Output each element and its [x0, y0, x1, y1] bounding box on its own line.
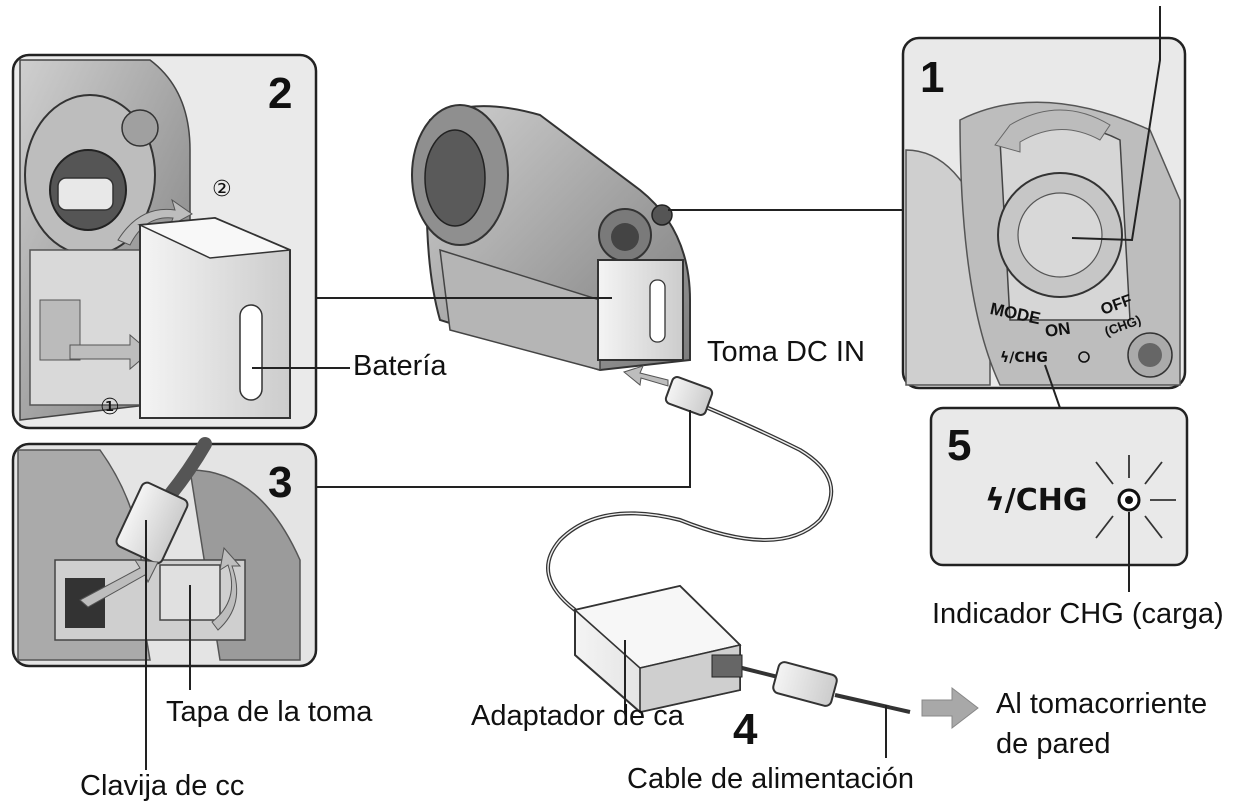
rotate-arrow — [994, 109, 1111, 153]
on-label: ON — [1044, 319, 1072, 341]
indicador-chg-label: Indicador CHG (carga) — [932, 598, 1224, 630]
panel-5-chg-indicator: 5 ϟ/CHG — [929, 406, 1189, 567]
circled-2-label: ② — [212, 177, 232, 202]
cable-alimentacion-label: Cable de alimentación — [627, 763, 914, 795]
panel-3-dc-plug: 3 — [11, 437, 318, 668]
tomacorriente-label-line1: Al tomacorriente — [996, 688, 1208, 720]
battery — [137, 216, 291, 419]
panel3-leader — [316, 410, 691, 488]
flash-chg-label: ϟ/CHG — [985, 483, 1088, 518]
step-3-number: 3 — [268, 458, 292, 507]
tomacorriente-label-line2: de pared — [996, 728, 1111, 760]
step-5-number: 5 — [947, 421, 971, 470]
dc-in-arrow — [622, 365, 669, 387]
step-4-number: 4 — [733, 705, 758, 754]
toma-dc-in-label: Toma DC IN — [707, 336, 865, 368]
panel-1-power-switch: MODE ON OFF (CHG) ϟ/CHG 1 — [901, 36, 1187, 390]
flash-chg-small-label: ϟ/CHG — [1000, 350, 1048, 366]
tapa-toma-label: Tapa de la toma — [166, 696, 373, 728]
step-1-number: 1 — [920, 53, 944, 102]
step-2-number: 2 — [268, 69, 292, 118]
clavija-cc-label: Clavija de cc — [80, 770, 245, 802]
wall-outlet-arrow — [921, 686, 979, 730]
ac-adapter — [573, 584, 743, 714]
adaptador-ca-label: Adaptador de ca — [471, 700, 684, 732]
lamp-rays — [1095, 455, 1176, 539]
camcorder — [411, 104, 691, 372]
panel1-panel5-connector — [1044, 364, 1061, 409]
panel-2-battery: ② ① 2 — [11, 53, 318, 430]
dc-cable — [546, 376, 834, 612]
top-leader — [1071, 6, 1161, 242]
bateria-label: Batería — [353, 350, 447, 382]
power-cable — [741, 661, 911, 714]
circled-1-label: ① — [100, 395, 120, 420]
